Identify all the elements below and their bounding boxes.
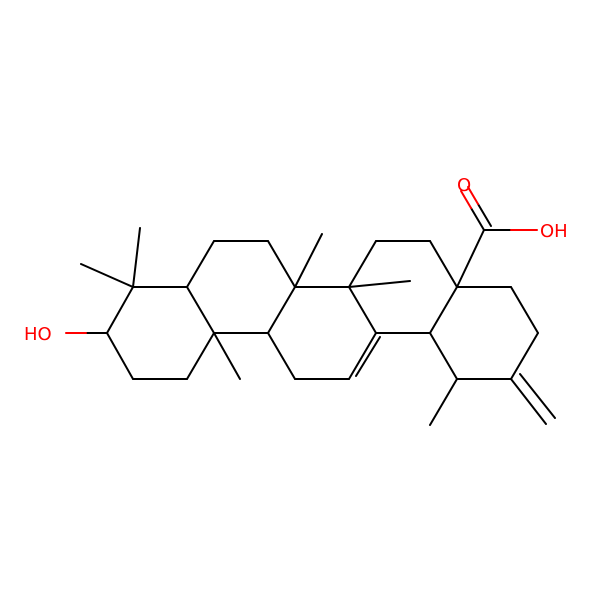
substituents-ring-c <box>348 280 411 288</box>
ring-c <box>267 286 381 380</box>
substituents-ring-b <box>294 233 323 288</box>
carbonyl-oxygen-label: O <box>457 175 471 196</box>
ring-d <box>348 240 458 334</box>
substituents-ring-e <box>429 373 556 426</box>
ring-b <box>186 240 296 334</box>
carboxyl-group <box>456 186 538 288</box>
hydroxyl-label: HO <box>24 324 52 345</box>
ring-a <box>106 286 215 380</box>
acid-hydroxyl-label: OH <box>540 221 568 242</box>
ring-e <box>429 286 539 380</box>
substituents-ring-a <box>80 227 241 380</box>
